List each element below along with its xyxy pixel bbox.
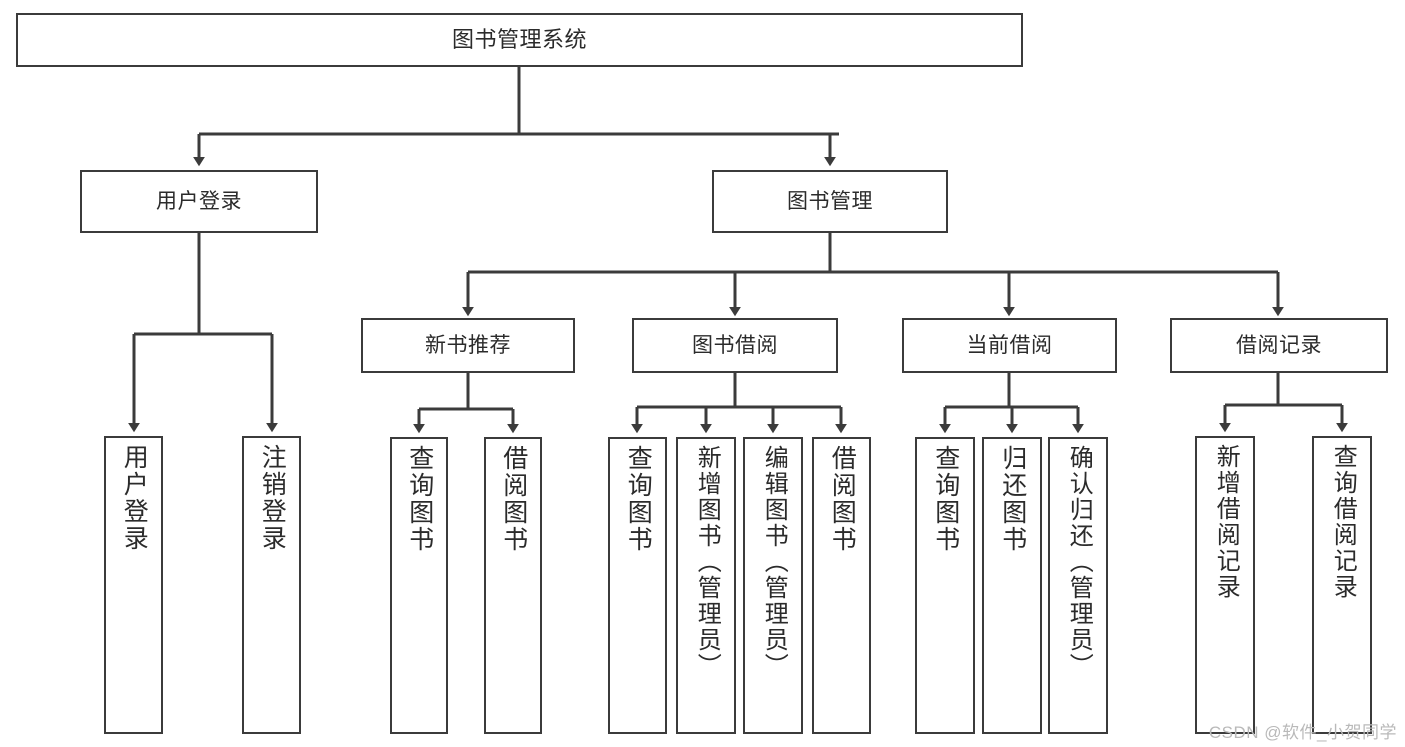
- csdn-watermark: CSDN @软件_小贺同学: [1208, 723, 1397, 742]
- node-leaf-borrow-book-2-label: 借阅图书: [828, 445, 857, 553]
- node-leaf-query-book-2-label: 查询图书: [624, 445, 653, 553]
- node-leaf-edit-book[interactable]: 编辑图书（管理员）: [743, 437, 803, 734]
- node-leaf-query-book-3[interactable]: 查询图书: [915, 437, 975, 734]
- node-current-borrow-label: 当前借阅: [966, 333, 1053, 357]
- node-book-manage[interactable]: 图书管理: [712, 170, 948, 233]
- node-borrow-record[interactable]: 借阅记录: [1170, 318, 1388, 373]
- node-leaf-query-book-1[interactable]: 查询图书: [390, 437, 448, 734]
- node-borrow-record-label: 借阅记录: [1236, 333, 1322, 357]
- node-leaf-borrow-book-1[interactable]: 借阅图书: [484, 437, 542, 734]
- node-leaf-confirm-return-label: 确认归还（管理员）: [1065, 445, 1093, 679]
- node-user-login[interactable]: 用户登录: [80, 170, 318, 233]
- node-new-book-recommend-label: 新书推荐: [425, 333, 511, 357]
- node-book-manage-label: 图书管理: [787, 189, 873, 213]
- node-new-book-recommend[interactable]: 新书推荐: [361, 318, 575, 373]
- node-current-borrow[interactable]: 当前借阅: [902, 318, 1117, 373]
- node-leaf-add-record[interactable]: 新增借阅记录: [1195, 436, 1255, 734]
- node-book-borrow[interactable]: 图书借阅: [632, 318, 838, 373]
- node-leaf-return-book-label: 归还图书: [998, 445, 1027, 553]
- node-leaf-user-login[interactable]: 用户登录: [104, 436, 163, 734]
- node-root-label: 图书管理系统: [451, 26, 587, 52]
- node-leaf-query-record[interactable]: 查询借阅记录: [1312, 436, 1372, 734]
- node-leaf-query-book-2[interactable]: 查询图书: [608, 437, 667, 734]
- node-user-login-label: 用户登录: [156, 189, 242, 213]
- node-leaf-add-book-label: 新增图书（管理员）: [693, 445, 721, 679]
- node-leaf-query-book-1-label: 查询图书: [405, 445, 434, 553]
- node-leaf-logout-login[interactable]: 注销登录: [242, 436, 301, 734]
- node-leaf-borrow-book-2[interactable]: 借阅图书: [812, 437, 871, 734]
- node-leaf-edit-book-label: 编辑图书（管理员）: [760, 445, 788, 679]
- node-leaf-user-login-label: 用户登录: [120, 444, 149, 552]
- node-leaf-borrow-book-1-label: 借阅图书: [499, 445, 528, 553]
- node-root[interactable]: 图书管理系统: [16, 13, 1023, 67]
- node-leaf-query-record-label: 查询借阅记录: [1329, 444, 1357, 600]
- node-leaf-add-book[interactable]: 新增图书（管理员）: [676, 437, 736, 734]
- node-leaf-query-book-3-label: 查询图书: [931, 445, 960, 553]
- node-leaf-logout-login-label: 注销登录: [258, 444, 287, 552]
- node-leaf-return-book[interactable]: 归还图书: [982, 437, 1042, 734]
- node-leaf-confirm-return[interactable]: 确认归还（管理员）: [1048, 437, 1108, 734]
- node-leaf-add-record-label: 新增借阅记录: [1212, 444, 1240, 600]
- node-book-borrow-label: 图书借阅: [692, 333, 778, 357]
